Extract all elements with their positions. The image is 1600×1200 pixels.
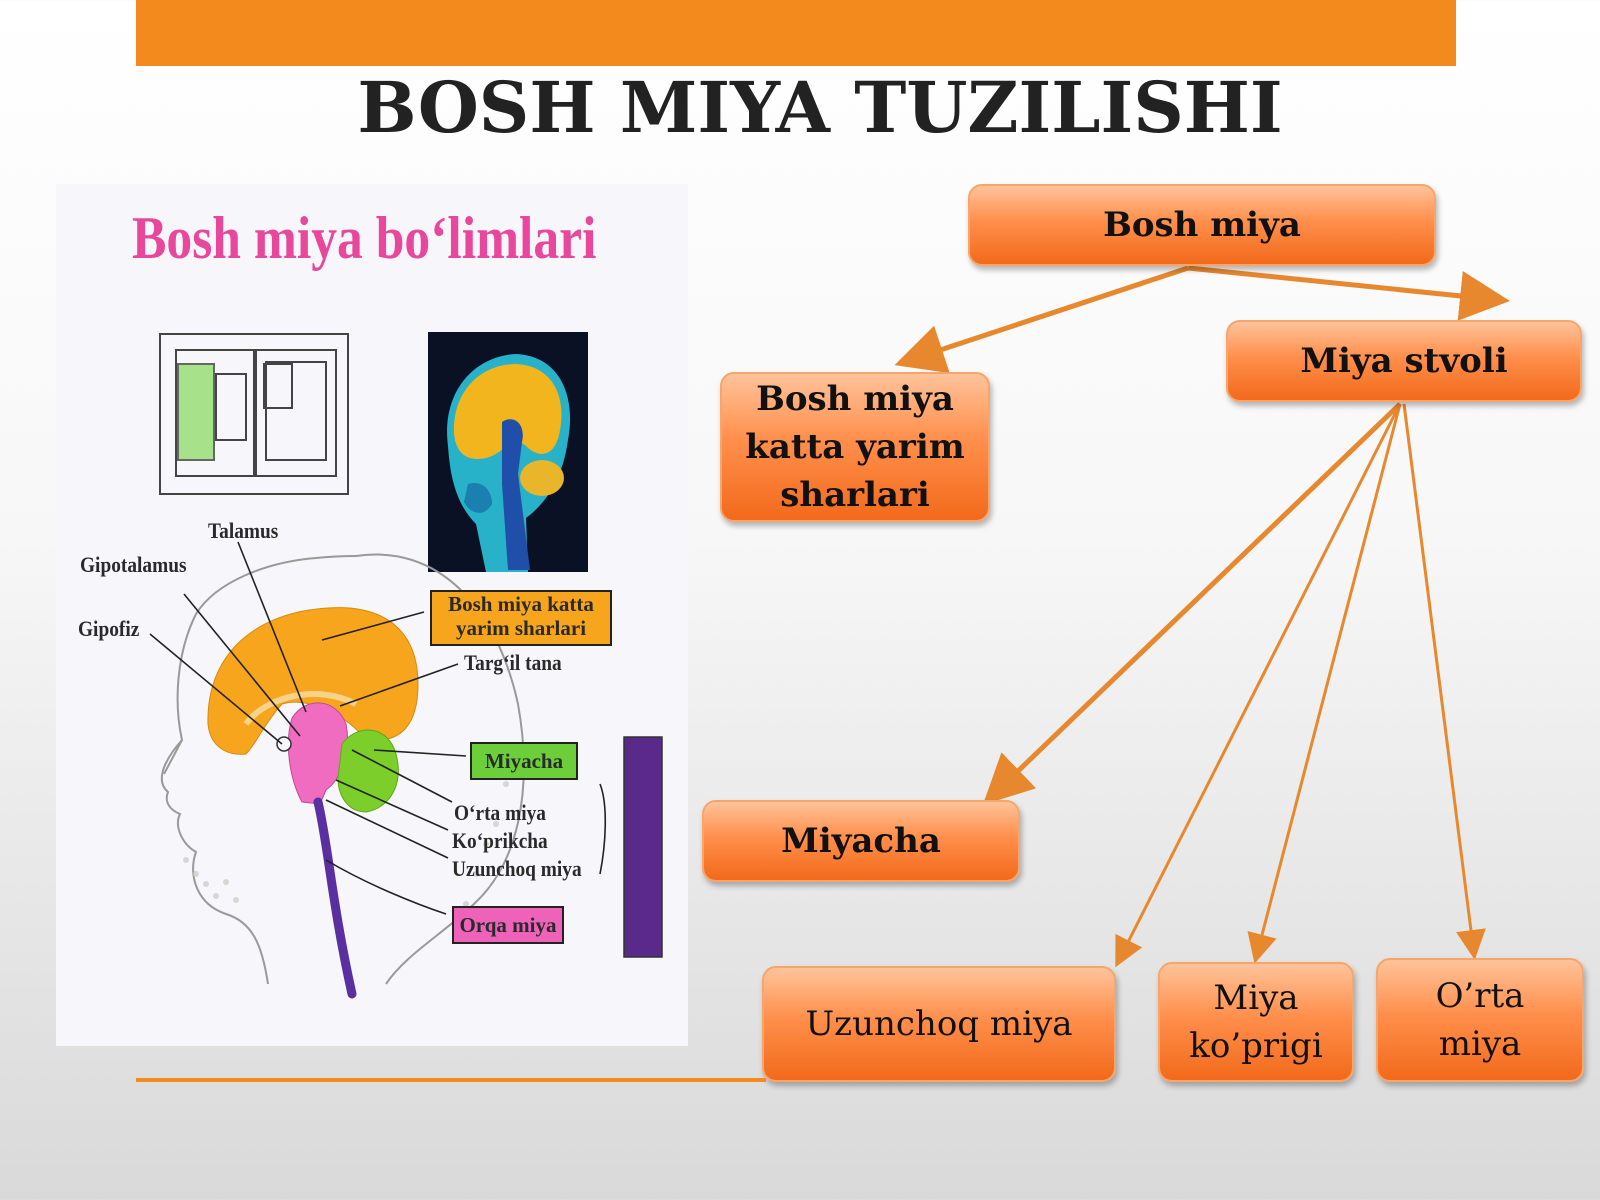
label-pons: Ko‘prikcha — [452, 828, 548, 853]
schematic-diagram — [159, 333, 349, 495]
mri-scan-image — [428, 332, 588, 572]
slide-title: BOSH MIYA TUZILISHI — [357, 66, 1283, 149]
arrow-stem-to-midbrain — [1402, 403, 1486, 960]
label-cerebellum: Miyacha — [470, 742, 578, 780]
label-hemispheres: Bosh miya katta yarim sharlari — [430, 590, 612, 646]
top-accent-bar — [136, 0, 1456, 66]
box-uzunchoq-miya: Uzunchoq miya — [762, 966, 1116, 1082]
arrow-root-to-stem — [1187, 265, 1510, 321]
head-outline — [160, 553, 525, 985]
bottom-accent-line — [136, 1078, 766, 1082]
label-gipofiz: Gipofiz — [78, 616, 140, 641]
label-talamus: Talamus — [208, 518, 279, 543]
arrow-stem-to-cerebellum — [982, 402, 1402, 805]
box-hemispheres: Bosh miya katta yarim sharlari — [720, 372, 990, 522]
brain-stem-bar — [623, 736, 663, 958]
brain-illustration — [149, 332, 663, 999]
cerebrum-region — [207, 607, 419, 755]
arrow-stem-to-medulla — [1115, 403, 1402, 968]
box-orta-miya: O’rta miya — [1376, 958, 1584, 1082]
arrow-stem-to-pons — [1247, 403, 1402, 964]
label-gipotalamus: Gipotalamus — [80, 552, 187, 577]
label-corpus: Targ‘il tana — [464, 650, 562, 675]
arrow-root-to-hemispheres — [894, 265, 1189, 374]
brain-illustration-panel: Bosh miya bo‘limlari — [56, 184, 688, 1046]
label-midbrain: O‘rta miya — [454, 800, 546, 825]
label-spinal: Orqa miya — [452, 906, 564, 944]
label-medulla: Uzunchoq miya — [452, 856, 582, 881]
box-miya-koprigi: Miya ko’prigi — [1158, 962, 1354, 1082]
box-bosh-miya: Bosh miya — [968, 184, 1436, 266]
arrow-lines — [894, 265, 1510, 805]
box-miyacha: Miyacha — [702, 800, 1020, 882]
box-miya-stvoli: Miya stvoli — [1226, 320, 1582, 402]
spinal-cord — [313, 797, 357, 999]
label-pointers — [149, 541, 607, 915]
figure-title: Bosh miya bo‘limlari — [132, 205, 597, 271]
